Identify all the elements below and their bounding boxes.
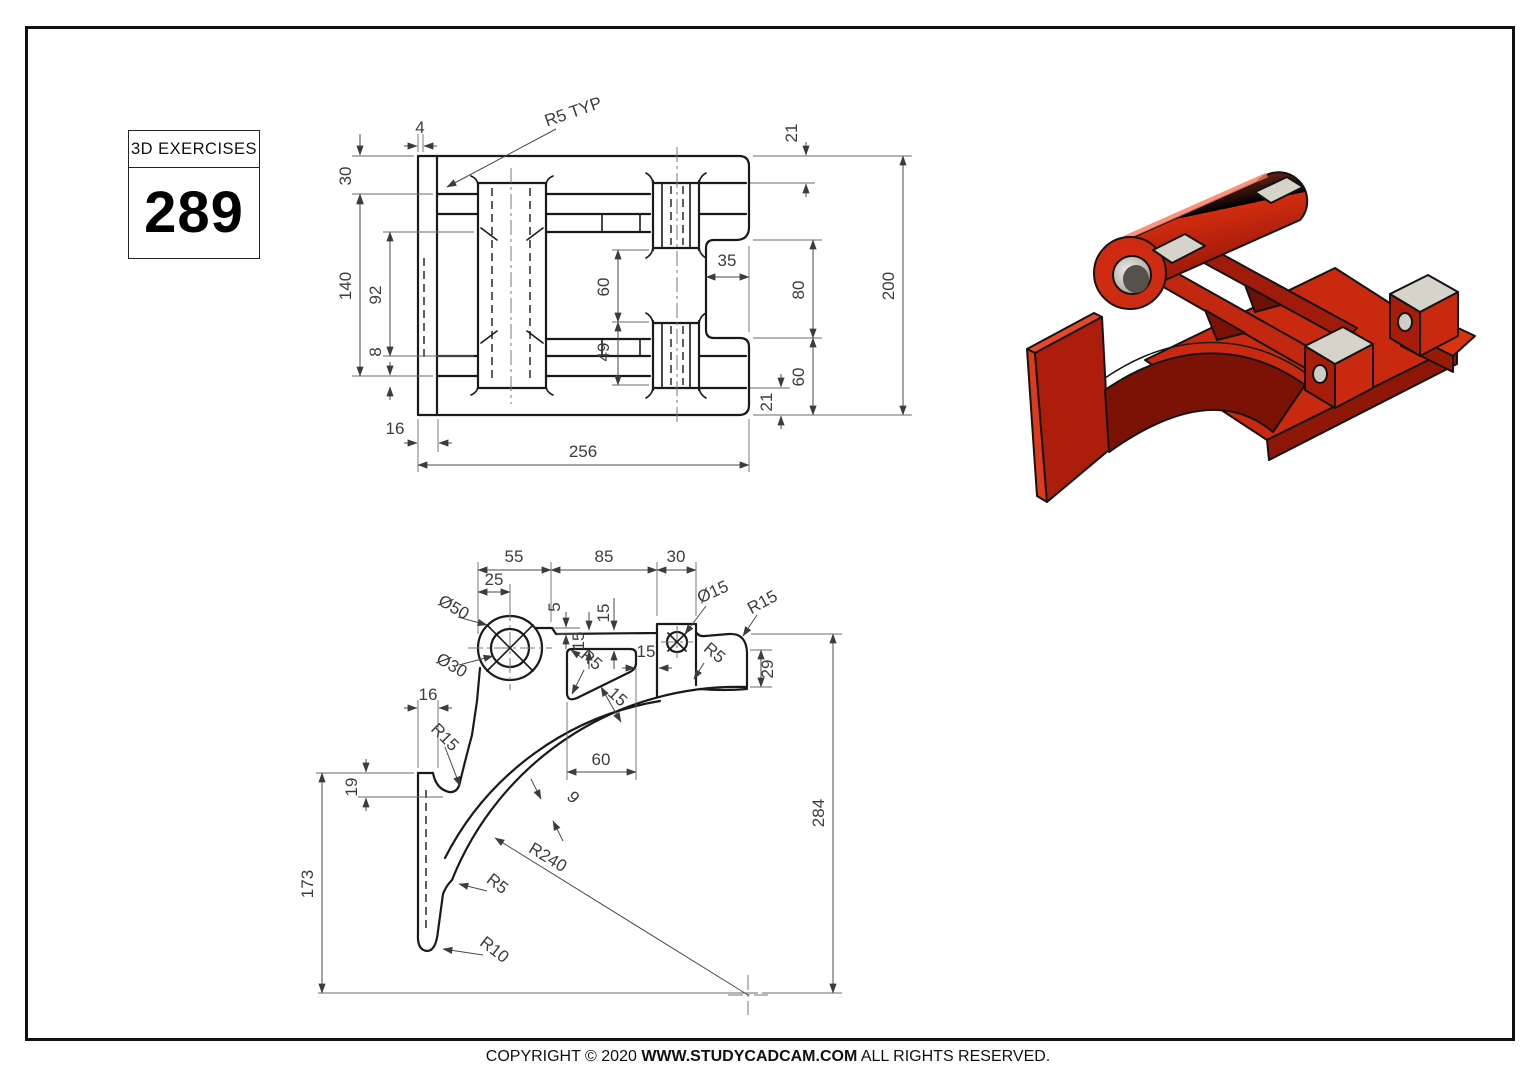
dim-92: 92 bbox=[366, 286, 385, 305]
dim-15-b: 15 bbox=[594, 604, 613, 623]
upper-boss bbox=[645, 172, 707, 259]
dim-55: 55 bbox=[505, 547, 524, 566]
dim-60-mid: 60 bbox=[594, 278, 613, 297]
dim-16-bottom: 16 bbox=[386, 419, 405, 438]
iso-3d-view bbox=[1026, 171, 1476, 503]
copyright-pre: COPYRIGHT © 2020 bbox=[485, 1048, 642, 1065]
dim-256: 256 bbox=[569, 442, 597, 461]
top-view-dimensions: 4 R5 TYP 30 140 92 8 60 49 35 21 80 60 2… bbox=[336, 93, 912, 472]
dim-35: 35 bbox=[718, 251, 737, 270]
dim-200: 200 bbox=[879, 272, 898, 300]
dim-173: 173 bbox=[298, 870, 317, 898]
dim-80: 80 bbox=[789, 281, 808, 300]
dim-dia30: Ø30 bbox=[433, 649, 470, 682]
dim-49: 49 bbox=[594, 343, 613, 362]
dim-r15-corner: R15 bbox=[744, 586, 780, 617]
title-box: 3D EXERCISES 289 bbox=[128, 130, 260, 259]
copyright-site: WWW.STUDYCADCAM.COM bbox=[641, 1048, 858, 1065]
dim-284: 284 bbox=[809, 799, 828, 827]
front-view-outline bbox=[416, 622, 749, 953]
lower-boss bbox=[645, 312, 707, 399]
dim-15-a: 15 bbox=[569, 632, 588, 651]
dim-25: 25 bbox=[485, 570, 504, 589]
front-view-geometry bbox=[416, 606, 768, 1015]
copyright-line: COPYRIGHT © 2020 WWW.STUDYCADCAM.COM ALL… bbox=[0, 1048, 1536, 1066]
dim-15-c: 15 bbox=[637, 642, 656, 661]
top-view-outline bbox=[416, 154, 751, 417]
dim-21-top: 21 bbox=[782, 124, 801, 143]
slot-cutout bbox=[565, 647, 638, 701]
dim-140: 140 bbox=[336, 272, 355, 300]
dim-16-front: 16 bbox=[419, 685, 438, 704]
dim-5: 5 bbox=[545, 602, 564, 611]
title-box-label: 3D EXERCISES bbox=[129, 131, 259, 168]
dim-r5-leg: R5 bbox=[483, 869, 512, 897]
iso-part-render bbox=[1026, 171, 1476, 503]
dim-r5-step: R5 bbox=[700, 639, 729, 668]
top-view: 4 R5 TYP 30 140 92 8 60 49 35 21 80 60 2… bbox=[336, 93, 912, 472]
top-view-geometry bbox=[416, 147, 751, 425]
dim-r15-left: R15 bbox=[427, 719, 462, 754]
dim-60-right: 60 bbox=[789, 368, 808, 387]
dim-60-front: 60 bbox=[592, 750, 611, 769]
dim-29: 29 bbox=[758, 660, 777, 679]
dim-r5-typ: R5 TYP bbox=[542, 93, 604, 130]
copyright-post: ALL RIGHTS RESERVED. bbox=[857, 1048, 1051, 1065]
hub-pocket bbox=[476, 181, 548, 390]
front-view-dimensions: 55 85 30 25 Ø50 Ø30 16 R15 19 173 60 9 R… bbox=[298, 547, 842, 996]
dim-dia15: Ø15 bbox=[694, 577, 731, 607]
front-view: 55 85 30 25 Ø50 Ø30 16 R15 19 173 60 9 R… bbox=[298, 547, 842, 1015]
dim-19: 19 bbox=[342, 778, 361, 797]
dim-r10: R10 bbox=[476, 933, 512, 967]
dim-85: 85 bbox=[595, 547, 614, 566]
dim-30: 30 bbox=[336, 167, 355, 186]
inner-arc bbox=[443, 699, 662, 860]
dim-dia50: Ø50 bbox=[435, 591, 472, 624]
dim-width-4: 4 bbox=[415, 118, 424, 137]
dim-9: 9 bbox=[563, 787, 583, 807]
dim-30-chain: 30 bbox=[667, 547, 686, 566]
exercise-number: 289 bbox=[144, 179, 244, 245]
dim-21-bottom: 21 bbox=[757, 393, 776, 412]
dim-8: 8 bbox=[366, 347, 385, 356]
